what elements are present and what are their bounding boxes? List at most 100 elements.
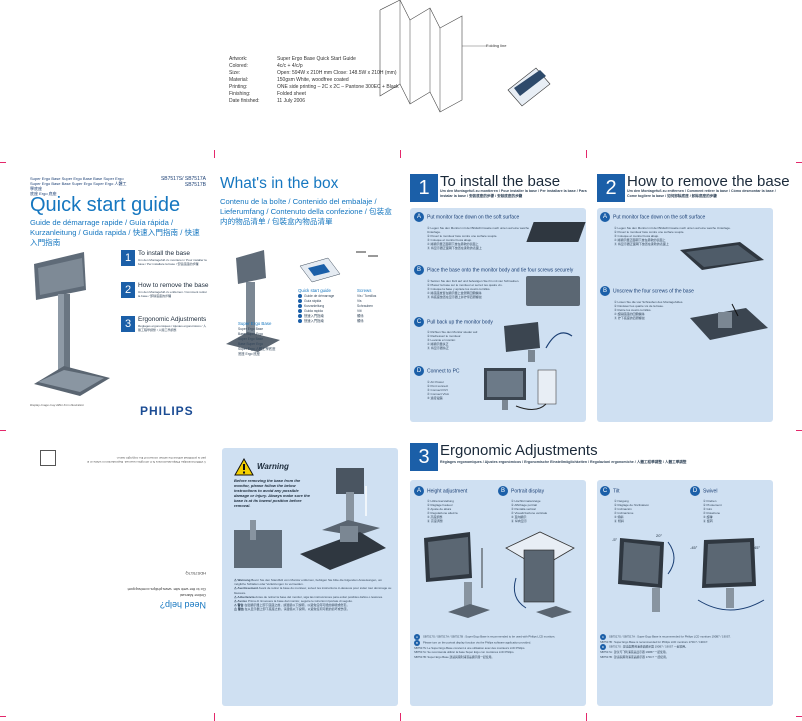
- spec-row: Colored:4c/c + 4/c/p: [229, 63, 399, 70]
- step1-sub: Um den Montagefuß zu montieren / Pour in…: [138, 258, 207, 266]
- warning-text: Before removing the base from the monito…: [234, 478, 310, 508]
- install-c-lift-image: [504, 322, 573, 362]
- ergo-left-panel: [410, 480, 586, 706]
- crop-mark: [796, 716, 802, 717]
- spec-row: Printing:ONE side printing – 2C x 2C – P…: [229, 84, 399, 91]
- ergo-step-a-label: Height adjustment: [427, 488, 468, 495]
- ergo-step-b-label: Portrait display: [511, 488, 545, 495]
- ergo-subtitle: Réglages ergonomiques / Ajustes ergonómi…: [440, 460, 687, 464]
- step2-badge: 2: [121, 282, 135, 298]
- install-b-screws-image: [526, 276, 580, 306]
- install-badge: 1: [410, 174, 438, 202]
- box-title: What's in the box: [220, 175, 339, 192]
- crop-mark: [214, 150, 215, 158]
- cover-languages: Super Ergo Base Super Ergo Base Base Sup…: [30, 176, 130, 196]
- fold-diagram: [379, 0, 488, 113]
- spec-value: 4c/c + 4/c/p: [277, 63, 303, 69]
- spec-key: Finishing:: [229, 91, 251, 97]
- crop-mark: [214, 713, 215, 721]
- spec-row: Material:150gsm White, woodfree coated: [229, 77, 399, 84]
- crop-mark: [400, 150, 401, 158]
- tilt-angle-plus: 20°: [656, 533, 663, 538]
- warning-multilang-text: ⚠ Warnung Bevor Sie den Standfuß vom Mon…: [234, 578, 392, 612]
- spec-value: Folded sheet: [277, 91, 306, 97]
- cover-title: Quick start guide: [30, 194, 181, 216]
- install-step-b-text: ① Setzen Sie den Fuß auf und befestigen …: [427, 279, 520, 299]
- tilt-image: [618, 538, 675, 612]
- warning-steps-image: [234, 520, 386, 570]
- spec-key: Size:: [229, 70, 241, 76]
- step2-sub: Um den Montagefuß zu entfernen / Comment…: [138, 290, 208, 298]
- crop-mark: [586, 713, 587, 721]
- install-step-c-label: Pull back up the monitor body: [427, 319, 493, 326]
- step3-label: Ergonomic Adjustments: [138, 316, 207, 323]
- spec-key: Material:: [229, 77, 249, 83]
- step1-badge: 1: [121, 250, 135, 266]
- install-subtitle: Um den Montagefuß zu montieren / Pour in…: [440, 189, 587, 198]
- crop-mark: [0, 162, 6, 163]
- cover-subtitle: Guide de démarrage rapide / Guía rápida …: [30, 218, 200, 247]
- model-number: SB7517S/ SB7517A: [160, 176, 206, 182]
- recycle-icon: [40, 450, 56, 466]
- crop-mark: [796, 162, 802, 163]
- install-step-a-label: Put monitor face down on the soft surfac…: [427, 214, 520, 221]
- install-step-c-text: ① Richten Sie den Monitor wieder auf.② R…: [427, 330, 479, 350]
- quick-guide-label: Quick start guide: [298, 288, 331, 293]
- install-a-monitor-image: [526, 222, 586, 242]
- step3-badge: 3: [121, 316, 135, 332]
- box-subtitle: Contenu de la boîte / Contenido del emba…: [220, 197, 392, 226]
- remove-step-b-text: ① Lösen Sie die vier Schrauben des Monta…: [614, 300, 684, 320]
- remove-a-image: [680, 242, 764, 270]
- spec-key: Date finished:: [229, 98, 260, 104]
- ergo-step-d-label: Swivel: [703, 488, 718, 495]
- help-line-2: Go to the web site: www.philips.com/supp…: [127, 587, 206, 592]
- swivel-angle-right: 45°: [754, 545, 761, 550]
- folding-line-label: Folding line: [486, 43, 507, 48]
- spec-table: Artwork:Super Ergo Base Quick Start Guid…: [229, 56, 399, 105]
- cover-lang-line: 底座 Ergo 底座: [30, 191, 57, 196]
- spec-row: Artwork:Super Ergo Base Quick Start Guid…: [229, 56, 399, 63]
- remove-badge: 2: [597, 174, 625, 202]
- need-help-title: Need help?: [159, 600, 206, 610]
- product-code: HDS7517Q: [185, 571, 206, 576]
- spec-value: 11 July 2006: [277, 98, 305, 104]
- box-contents-illustration: [226, 250, 378, 352]
- legal-text: © 2006 Koninklijke Philips Electronics N…: [86, 456, 206, 464]
- warning-icon: [234, 458, 254, 476]
- super-ergo-base-label: Super Ergo Base: [238, 321, 272, 326]
- remove-subtitle: Um den Montagefuß zu entfernen / Comment…: [627, 189, 776, 198]
- warning-panel: [222, 448, 398, 706]
- install-title: To install the base: [440, 173, 561, 190]
- quick-guide-langs: Guide de démarrage Guía rápida Kurzanlei…: [298, 294, 334, 324]
- swivel-angle-left: -45°: [690, 545, 698, 550]
- spec-row: Size:Open: 594W x 210H mm Close: 148.5W …: [229, 70, 399, 77]
- ergo-title: Ergonomic Adjustments: [440, 442, 598, 459]
- remove-title: How to remove the base: [627, 173, 790, 190]
- height-adjust-image: [424, 532, 490, 618]
- cover-lang-line: Super Ergo Base Base Super Ergo Super Er…: [30, 181, 127, 191]
- monitor-base-illustration: [34, 252, 110, 396]
- remove-b-image: [690, 303, 768, 340]
- model-number: SB7517B: [184, 182, 206, 188]
- ergo-right-panel: [597, 480, 773, 706]
- crop-mark: [796, 430, 802, 431]
- remove-step-b-label: Unscrew the four screws of the base: [613, 288, 694, 295]
- philips-logo: PHILIPS: [140, 404, 194, 418]
- spec-key: Artwork:: [229, 56, 248, 62]
- ergo-badge: 3: [410, 443, 438, 471]
- swivel-image: [697, 538, 765, 611]
- install-step-b-label: Place the base onto the monitor body and…: [427, 267, 574, 274]
